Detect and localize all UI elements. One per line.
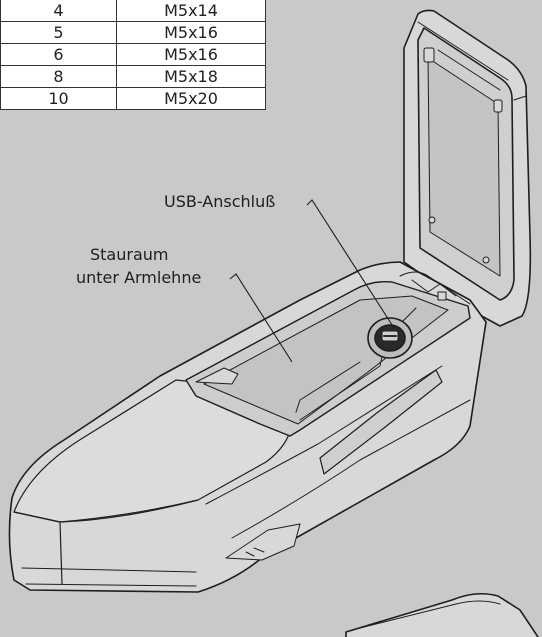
table-row: 8 M5x18 [0, 65, 266, 88]
second-armrest-lid [345, 592, 539, 637]
screw-size-table: 4 M5x14 5 M5x16 6 M5x16 8 M5x18 10 M5x20 [0, 0, 266, 110]
size-cell: 10 [0, 87, 117, 110]
storage-leader-line [229, 273, 293, 363]
usb-port-icon [367, 317, 413, 359]
lid [403, 9, 532, 327]
storage-label-line1: Stauraum [90, 245, 169, 264]
table-row: 10 M5x20 [0, 87, 266, 110]
table-row: 5 M5x16 [0, 21, 266, 44]
usb-port-label: USB-Anschluß [164, 192, 276, 211]
screw-cell: M5x16 [116, 21, 266, 44]
screw-cell: M5x14 [116, 0, 266, 22]
storage-label-line2: unter Armlehne [76, 268, 202, 287]
table-row: 4 M5x14 [0, 0, 266, 22]
usb-leader-line [306, 199, 395, 329]
table-row: 6 M5x16 [0, 43, 266, 66]
screw-cell: M5x20 [116, 87, 266, 110]
screw-cell: M5x18 [116, 65, 266, 88]
